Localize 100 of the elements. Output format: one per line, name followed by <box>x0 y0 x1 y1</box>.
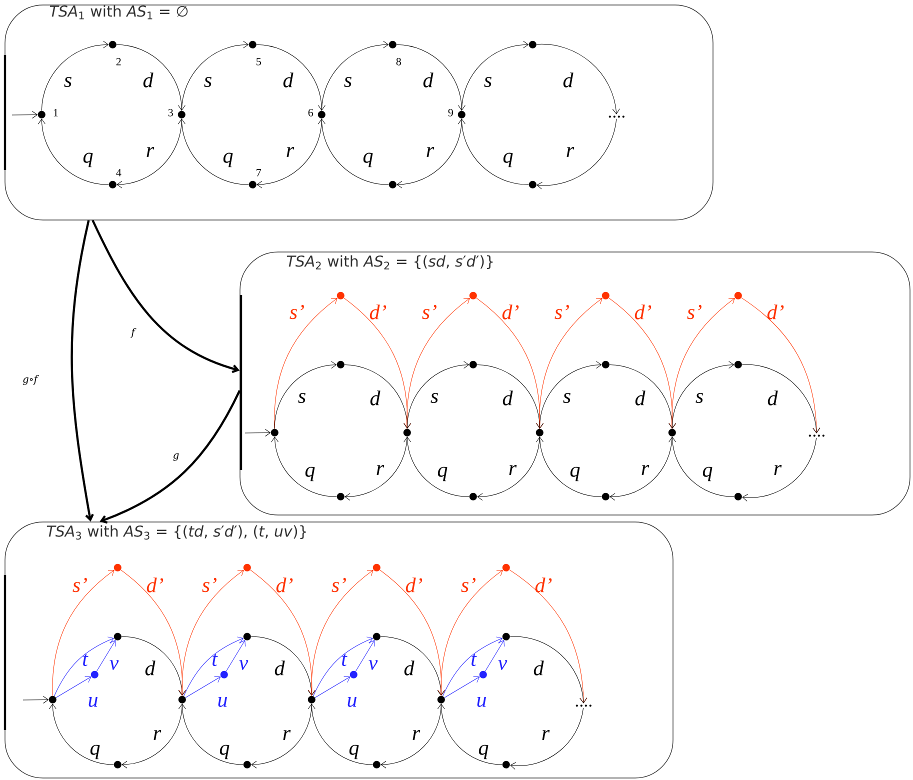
transition-arrow <box>226 640 246 672</box>
edge-label: d <box>423 72 434 88</box>
transition-arrow <box>609 364 676 428</box>
state-dot <box>114 564 122 572</box>
edge-label: v <box>498 660 508 670</box>
edge-label: s <box>64 76 72 88</box>
ellipsis-text: .... <box>808 434 824 437</box>
transition-arrow <box>48 704 114 765</box>
edge-label: d <box>283 72 294 88</box>
edge-label: r <box>286 147 294 157</box>
transition-arrow <box>536 44 620 114</box>
node-label: 6 <box>308 108 314 116</box>
transition-arrow <box>404 436 470 497</box>
edge-label: s’ <box>554 304 569 320</box>
transition-arrow <box>510 708 584 770</box>
edge-label: s’ <box>461 578 476 592</box>
transition-arrow <box>182 570 244 696</box>
transition-arrow <box>178 704 244 765</box>
edge-label: q <box>702 466 712 482</box>
edge-label: q <box>570 466 580 482</box>
state-dot <box>536 428 544 436</box>
node-label: 9 <box>448 108 453 116</box>
transition-arrow <box>318 118 389 185</box>
state-dot <box>114 760 122 768</box>
edge-label: s’ <box>72 578 87 592</box>
state-dot <box>220 670 228 678</box>
state-dot <box>734 292 742 300</box>
edge-label: r <box>509 465 517 475</box>
transition-arrow <box>536 118 617 190</box>
edge-label: r <box>542 730 550 740</box>
edge-label: s’ <box>332 578 346 592</box>
transition-arrow <box>251 703 312 768</box>
transition-arrow <box>406 361 470 429</box>
transition-arrow <box>250 636 316 696</box>
transition-arrow <box>178 118 249 185</box>
transition-arrow <box>54 636 114 696</box>
edge-label: d <box>563 72 574 88</box>
state-dot <box>372 632 380 640</box>
edge-label: q <box>349 744 359 760</box>
transition-arrow <box>184 636 244 696</box>
transition-arrow <box>380 570 446 696</box>
state-dot <box>403 428 411 436</box>
transition-arrow <box>461 40 529 111</box>
transition-arrow <box>121 636 186 696</box>
node-label: 1 <box>54 109 58 116</box>
edge-label: f <box>130 328 136 338</box>
transition-arrow <box>52 570 114 696</box>
state-dot <box>270 428 278 436</box>
transition-arrow <box>314 676 350 698</box>
edge-label: q <box>478 744 488 760</box>
transition-arrow <box>56 676 92 698</box>
transition-arrow <box>181 40 249 111</box>
transition-arrow <box>38 118 109 185</box>
transition-arrow <box>344 298 412 429</box>
state-dot <box>336 360 344 368</box>
state-dot <box>602 492 610 500</box>
transition-arrow <box>96 640 116 672</box>
node-label: 5 <box>256 58 261 66</box>
state-dot <box>528 180 536 188</box>
state-dot <box>502 564 510 572</box>
transition-arrow <box>742 438 817 502</box>
edge-label: t <box>212 654 218 666</box>
transition-arrow <box>672 298 735 429</box>
state-dot <box>48 696 56 704</box>
edge-label: q <box>223 152 233 168</box>
edge-label: r <box>154 730 162 740</box>
state-dot <box>502 632 510 640</box>
edge-label: v <box>110 660 119 670</box>
edge-label: d <box>502 390 513 406</box>
edge-label: r <box>376 465 384 475</box>
edge-label: r <box>642 465 650 475</box>
edge-label: g∘f <box>22 375 39 385</box>
transition-arrow <box>380 703 442 768</box>
edge-label: d <box>635 390 646 406</box>
edge-label: d <box>768 390 778 406</box>
transition-arrow <box>509 570 588 704</box>
transition-arrow <box>510 636 588 704</box>
state-dot <box>178 696 186 704</box>
transition-arrow <box>610 436 672 501</box>
edge-label: q <box>438 466 448 482</box>
transition-arrow <box>536 436 602 497</box>
edge-label: d’ <box>406 578 422 592</box>
edge-label: u <box>348 697 356 707</box>
transition-arrow <box>672 361 734 429</box>
transition-arrow <box>742 364 820 434</box>
transition-arrow <box>344 436 408 501</box>
state-dot <box>308 696 316 704</box>
node-label: 2 <box>116 58 121 66</box>
transition-arrow <box>484 640 505 672</box>
node-label: 4 <box>116 169 122 176</box>
transition-arrow <box>608 298 676 429</box>
node-label: 7 <box>256 169 262 176</box>
transition-arrow <box>274 298 338 429</box>
transition-arrow <box>396 44 466 110</box>
edge-label: v <box>368 660 378 670</box>
state-dot <box>437 696 445 704</box>
transition-arrow <box>256 44 326 110</box>
transition-arrow <box>311 570 374 696</box>
transition-arrow <box>355 640 376 672</box>
edge-label: q <box>305 466 315 482</box>
